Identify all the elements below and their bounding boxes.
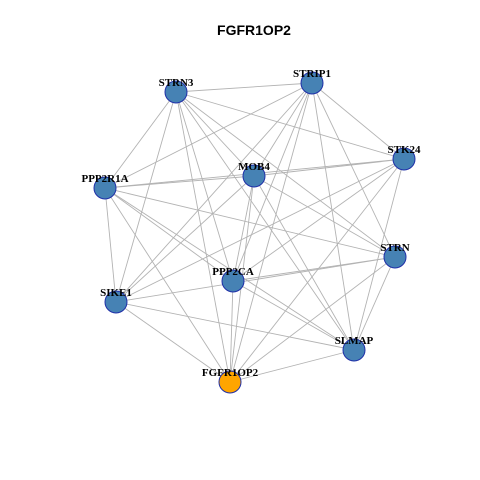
edge-strip1-ppp2r1a <box>104 82 313 189</box>
edge-strip1-slmap <box>311 82 355 351</box>
edge-strn-sike1 <box>115 256 396 303</box>
node-label-strn: STRN <box>380 242 409 254</box>
edge-ppp2ca-slmap <box>232 280 355 351</box>
node-label-slmap: SLMAP <box>335 335 374 347</box>
edge-ppp2r1a-ppp2ca <box>104 187 234 282</box>
node-strn3 <box>164 80 188 104</box>
node-label-strip1: STRIP1 <box>293 68 331 80</box>
node-label-strn3: STRN3 <box>159 77 194 89</box>
edge-ppp2r1a-slmap <box>104 187 355 351</box>
edge-strip1-stk24 <box>311 82 405 160</box>
edge-strn-fgfr1op2 <box>229 256 396 383</box>
edge-strn3-strip1 <box>175 82 313 93</box>
edge-strip1-fgfr1op2 <box>229 82 313 383</box>
edge-strn3-slmap <box>175 91 355 351</box>
node-label-mob4: MOB4 <box>238 161 270 173</box>
edge-strn3-ppp2ca <box>175 91 234 282</box>
node-label-stk24: STK24 <box>387 144 421 156</box>
graph-title: FGFR1OP2 <box>217 22 291 38</box>
edge-sike1-fgfr1op2 <box>115 301 231 383</box>
edge-stk24-ppp2ca <box>232 158 405 282</box>
node-label-ppp2r1a: PPP2R1A <box>81 173 128 185</box>
edge-strip1-sike1 <box>115 82 313 303</box>
edge-ppp2r1a-strn <box>104 187 396 258</box>
edge-mob4-strn <box>253 175 396 258</box>
edge-mob4-ppp2ca <box>232 175 255 282</box>
edge-strn3-fgfr1op2 <box>175 91 231 383</box>
edge-strn3-strn <box>175 91 396 258</box>
nodes-layer <box>93 71 416 394</box>
node-sike1 <box>104 290 128 314</box>
edge-stk24-sike1 <box>115 158 405 303</box>
node-ppp2r1a <box>93 176 117 200</box>
edge-strip1-ppp2ca <box>232 82 313 282</box>
edge-slmap-fgfr1op2 <box>229 349 355 383</box>
edge-strn3-stk24 <box>175 91 405 160</box>
edge-stk24-mob4 <box>253 158 405 177</box>
edge-mob4-sike1 <box>115 175 255 303</box>
edge-stk24-slmap <box>353 158 405 351</box>
edges-layer <box>104 82 405 383</box>
node-mob4 <box>242 164 266 188</box>
node-fgfr1op2 <box>218 370 242 394</box>
node-strn <box>383 245 407 269</box>
node-ppp2ca <box>221 269 245 293</box>
edge-sike1-slmap <box>115 301 355 351</box>
edge-strip1-mob4 <box>253 82 313 177</box>
edge-ppp2ca-fgfr1op2 <box>229 280 234 383</box>
edge-strip1-strn <box>311 82 396 258</box>
edge-strn-slmap <box>353 256 396 351</box>
edge-stk24-fgfr1op2 <box>229 158 405 383</box>
node-strip1 <box>300 71 324 95</box>
edge-mob4-slmap <box>253 175 355 351</box>
edge-ppp2r1a-sike1 <box>104 187 117 303</box>
node-label-ppp2ca: PPP2CA <box>212 266 254 278</box>
edge-ppp2r1a-fgfr1op2 <box>104 187 231 383</box>
edge-strn3-ppp2r1a <box>104 91 177 189</box>
node-label-fgfr1op2: FGFR1OP2 <box>202 367 259 379</box>
edge-strn3-sike1 <box>115 91 177 303</box>
node-slmap <box>342 338 366 362</box>
node-label-sike1: SIKE1 <box>100 287 132 299</box>
edge-ppp2r1a-mob4 <box>104 175 255 189</box>
node-stk24 <box>392 147 416 171</box>
